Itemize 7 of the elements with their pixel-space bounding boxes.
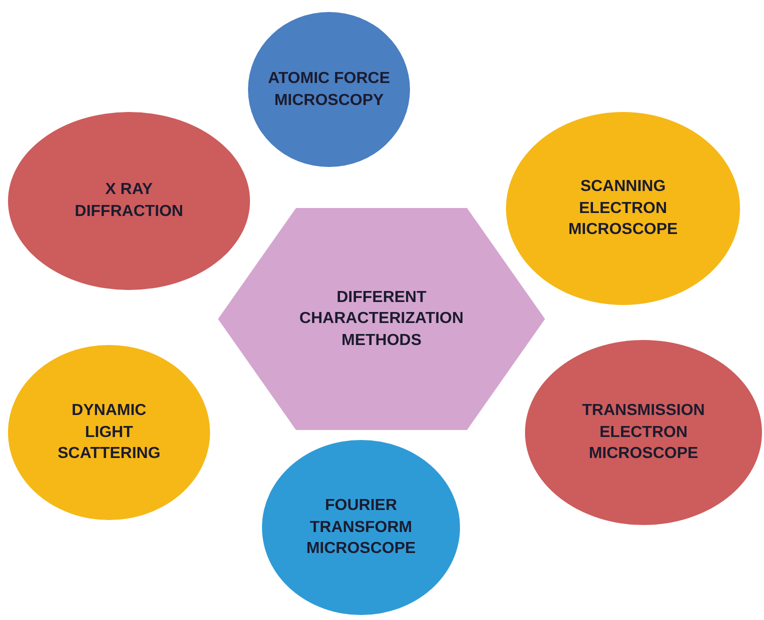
method-label: FOURIER TRANSFORM MICROSCOPE (305, 496, 417, 560)
method-label: TRANSMISSION ELECTRON MICROSCOPE (581, 401, 706, 464)
method-label: X RAY DIFFRACTION (74, 180, 184, 222)
method-label: DIFFERENT CHARACTERIZATION METHODS (298, 288, 465, 351)
method-label: ATOMIC FORCE MICROSCOPY (266, 68, 392, 110)
method-label: SCANNING ELECTRON MICROSCOPE (567, 177, 679, 240)
method-label: DYNAMIC LIGHT SCATTERING (56, 401, 162, 464)
